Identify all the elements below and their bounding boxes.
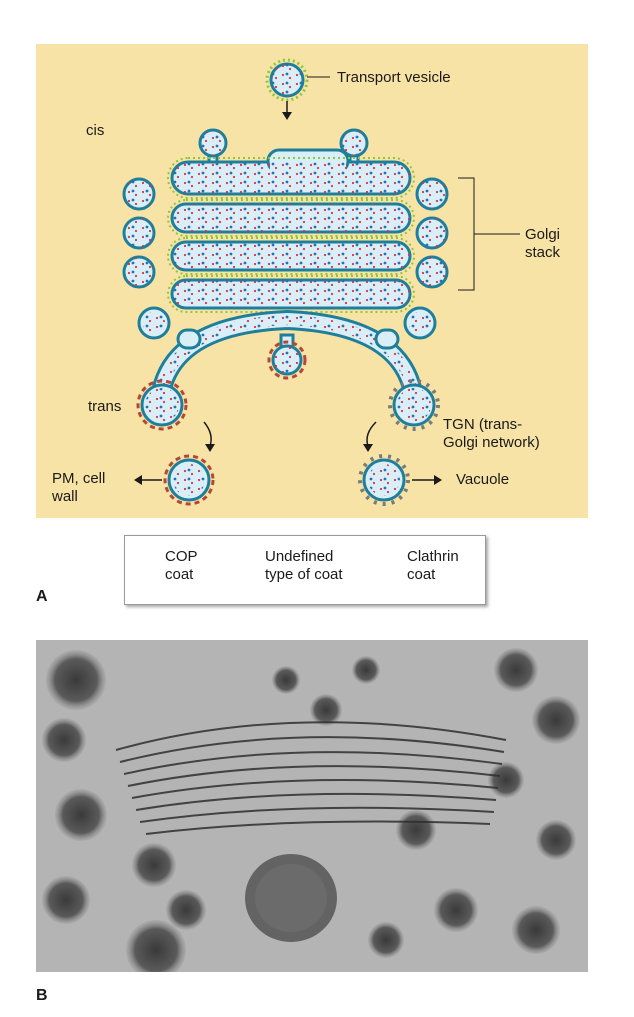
micrograph-vesicles: [42, 648, 580, 972]
legend-undefined: Undefined type of coat: [265, 548, 343, 584]
arrow-right-icon: [412, 475, 442, 485]
golgi-stack-label-line1: Golgi: [525, 226, 561, 243]
legend-undefined-line1: Undefined: [265, 548, 334, 565]
side-vesicles-right: [415, 177, 449, 289]
legend-clathrin-line1: Clathrin: [407, 548, 459, 565]
golgi-stack-label-line2: stack: [525, 244, 561, 261]
tgn-label-line2: Golgi network): [443, 434, 540, 451]
trans-vesicle-left: [137, 306, 171, 340]
legend-cop: COP coat: [165, 548, 198, 584]
vacuole-label: Vacuole: [456, 471, 510, 488]
curved-arrow-icon: [363, 421, 377, 452]
trans-vesicle-right: [403, 306, 437, 340]
golgi-schematic: [36, 44, 588, 590]
golgi-cisterna: [167, 275, 415, 313]
legend-clathrin: Clathrin coat: [407, 548, 459, 584]
curved-arrow-icon: [203, 421, 215, 452]
trans-label: trans: [88, 398, 122, 415]
tgn-vesicle: [388, 379, 440, 431]
golgi-cisterna: [167, 237, 415, 275]
arrow-left-icon: [134, 475, 162, 485]
transport-vesicle: [265, 58, 309, 102]
micrograph-cisternae: [115, 721, 507, 835]
legend-clathrin-line2: coat: [407, 566, 436, 583]
pm-label-line2: wall: [52, 488, 78, 505]
legend-cop-line2: coat: [165, 566, 194, 583]
pm-label-line1: PM, cell: [52, 470, 106, 487]
arrow-down-icon: [282, 101, 292, 120]
trans-vesicle: [136, 379, 188, 431]
legend-undefined-line2: type of coat: [265, 566, 343, 583]
electron-micrograph: [36, 640, 588, 972]
golgi-stack-bracket: [458, 177, 520, 291]
budding-vesicle: [339, 128, 369, 168]
vacuolar-vesicle: [358, 454, 410, 506]
side-vesicles-left: [122, 177, 156, 289]
transport-vesicle-label: Transport vesicle: [337, 69, 451, 86]
panel-b-letter: B: [36, 987, 48, 1004]
trans-golgi-network: [150, 309, 424, 408]
cis-label: cis: [86, 122, 105, 139]
legend: COP coat Undefined type of coat Clathrin…: [124, 535, 486, 605]
golgi-cisterna: [167, 199, 415, 237]
legend-cop-line1: COP: [165, 548, 198, 565]
secretory-vesicle: [163, 454, 215, 506]
tgn-label-line1: TGN (trans-: [443, 416, 523, 433]
panel-a-letter: A: [36, 588, 48, 605]
golgi-cisterna: [167, 148, 415, 199]
